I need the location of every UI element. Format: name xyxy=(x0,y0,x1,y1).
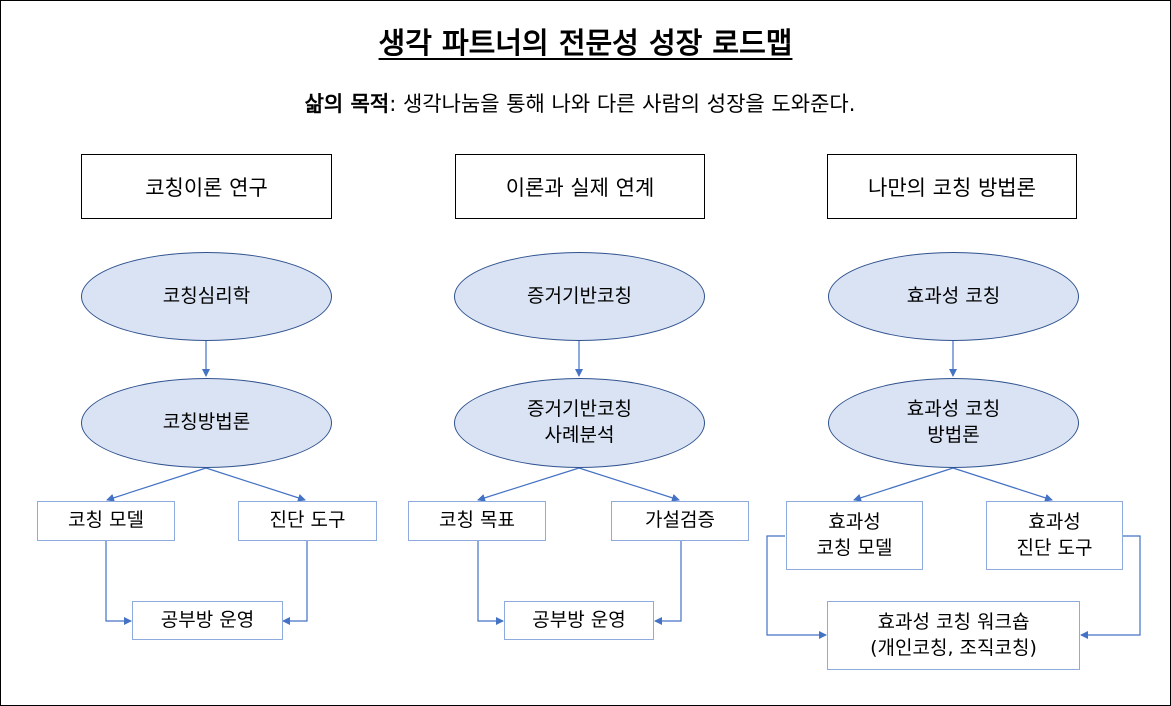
ellipse-effectiveness-methodology: 효과성 코칭 방법론 xyxy=(828,378,1079,468)
box-effectiveness-diagnostic: 효과성 진단 도구 xyxy=(986,501,1123,570)
page-title: 생각 파트너의 전문성 성장 로드맵 xyxy=(378,26,793,60)
life-purpose-label: 삶의 목적 xyxy=(304,92,390,116)
box-study-room-1: 공부방 운영 xyxy=(132,601,283,640)
ellipse-evidence-case-analysis: 증거기반코칭 사례분석 xyxy=(454,378,705,468)
arrow-col2-to-right-box xyxy=(578,467,680,502)
header-theory-research: 코칭이론 연구 xyxy=(81,154,332,219)
life-purpose: 삶의 목적: 생각나눔을 통해 나와 다른 사람의 성장을 도와준다. xyxy=(0,88,1160,118)
arrow-col2-right-to-bottom xyxy=(654,541,682,625)
ellipse-evidence-based-coaching: 증거기반코칭 xyxy=(454,252,705,341)
arrow-col1-to-left-box xyxy=(106,467,207,502)
arrow-col3-right-to-bottom xyxy=(1080,535,1141,639)
box-study-room-2: 공부방 운영 xyxy=(504,601,654,640)
box-diagnostic-tool: 진단 도구 xyxy=(238,501,377,541)
ellipse-coaching-methodology: 코칭방법론 xyxy=(81,378,332,468)
arrow-col1-right-to-bottom xyxy=(282,541,308,625)
arrow-col3-to-left-box xyxy=(853,467,954,502)
arrow-col2-to-left-box xyxy=(477,467,580,502)
header-own-methodology: 나만의 코칭 방법론 xyxy=(827,154,1077,219)
ellipse-effectiveness-coaching: 효과성 코칭 xyxy=(828,252,1079,341)
box-effectiveness-model: 효과성 코칭 모델 xyxy=(786,501,923,570)
arrow-col2-left-to-bottom xyxy=(477,541,504,625)
arrow-col1-to-right-box xyxy=(205,467,306,502)
arrow-col3-to-right-box xyxy=(952,467,1053,502)
box-coaching-model: 코칭 모델 xyxy=(37,501,175,541)
ellipse-coaching-psychology: 코칭심리학 xyxy=(81,252,332,341)
arrow-col3-left-to-bottom xyxy=(766,535,827,639)
header-theory-practice-link: 이론과 실제 연계 xyxy=(455,154,705,219)
box-coaching-goal: 코칭 목표 xyxy=(408,501,546,541)
box-hypothesis-testing: 가설검증 xyxy=(611,501,749,541)
life-purpose-text: : 생각나눔을 통해 나와 다른 사람의 성장을 도와준다. xyxy=(389,92,856,116)
arrow-col1-left-to-bottom xyxy=(105,541,132,625)
box-effectiveness-workshop: 효과성 코칭 워크숍 (개인코칭, 조직코칭) xyxy=(827,601,1080,670)
